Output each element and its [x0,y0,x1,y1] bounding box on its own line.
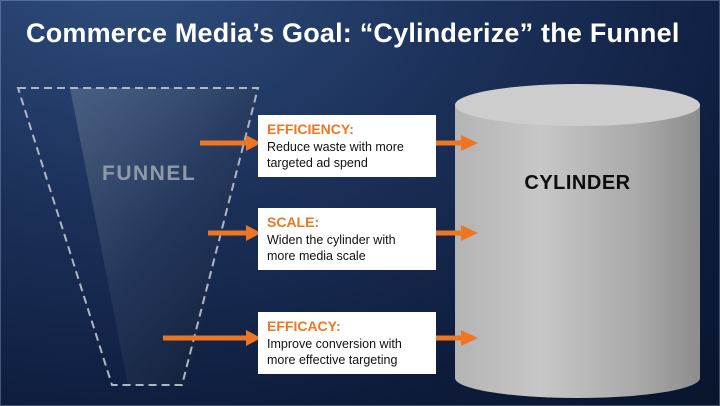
cylinder-top-ellipse [455,84,700,126]
arrow-scale-right [436,225,478,241]
funnel-shape [70,88,258,385]
callout-efficiency-body: Reduce waste with more targeted ad spend [267,140,404,170]
callout-efficacy-heading: EFFICACY: [267,318,341,334]
funnel-label: FUNNEL [102,162,197,185]
callout-efficiency: EFFICIENCY: Reduce waste with more targe… [258,115,436,177]
arrow-efficiency-right [436,135,478,151]
callout-efficiency-heading: EFFICIENCY: [267,121,354,137]
arrow-efficiency-left [200,135,261,151]
callout-scale-heading: SCALE: [267,214,320,230]
callout-efficacy: EFFICACY: Improve conversion with more e… [258,312,436,374]
callout-scale: SCALE: Widen the cylinder with more medi… [258,208,436,270]
cylinder-label: CYLINDER [524,172,631,194]
cylinder-body [455,105,700,378]
funnel-outline [16,87,260,386]
arrow-efficacy-left [163,330,261,346]
callout-efficacy-body: Improve conversion with more effective t… [267,337,402,367]
arrow-scale-left [208,225,261,241]
cylinder-bottom-ellipse [455,358,700,398]
callout-scale-body: Widen the cylinder with more media scale [267,233,396,263]
arrow-efficacy-right [436,330,478,346]
slide-title: Commerce Media’s Goal: “Cylinderize” the… [26,18,680,48]
